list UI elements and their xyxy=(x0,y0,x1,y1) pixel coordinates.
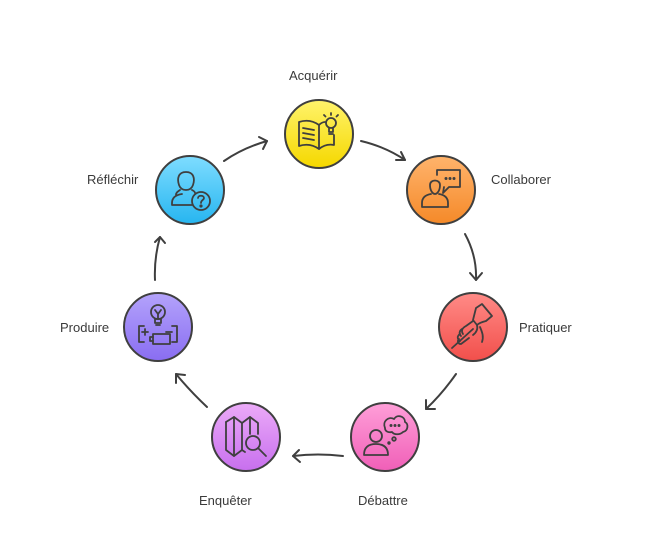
arrow-debattre-to-enqueter xyxy=(292,449,344,463)
arrow-pratiquer-to-debattre xyxy=(425,373,457,410)
map-search-icon xyxy=(225,416,267,457)
step-node-pratiquer[interactable] xyxy=(438,292,508,362)
step-label-enqueter: Enquêter xyxy=(199,493,252,508)
hand-holding-tool-icon xyxy=(451,303,493,349)
step-label-acquerir: Acquérir xyxy=(289,68,338,83)
step-label-debattre: Débattre xyxy=(358,493,408,508)
step-node-debattre[interactable] xyxy=(350,402,420,472)
book-lightbulb-icon xyxy=(298,112,339,150)
step-label-reflechir: Réfléchir xyxy=(87,172,139,187)
step-label-produire: Produire xyxy=(60,320,110,335)
arrow-reflechir-to-acquerir xyxy=(223,136,268,162)
step-label-collaborer: Collaborer xyxy=(491,172,551,187)
step-label-pratiquer: Pratiquer xyxy=(519,320,572,335)
step-node-enqueter[interactable] xyxy=(211,402,281,472)
arrow-collaborer-to-pratiquer xyxy=(464,233,483,281)
person-chat-icon xyxy=(421,169,461,208)
arrow-acquerir-to-collaborer xyxy=(360,140,406,161)
step-node-acquerir[interactable] xyxy=(284,99,354,169)
person-question-icon xyxy=(171,171,211,211)
step-node-reflechir[interactable] xyxy=(155,155,225,225)
arrow-enqueter-to-produire xyxy=(175,373,208,408)
person-thought-icon xyxy=(363,415,409,456)
arrow-produire-to-reflechir xyxy=(153,236,166,281)
lightbulb-battery-icon xyxy=(138,304,178,345)
step-node-produire[interactable] xyxy=(123,292,193,362)
step-node-collaborer[interactable] xyxy=(406,155,476,225)
